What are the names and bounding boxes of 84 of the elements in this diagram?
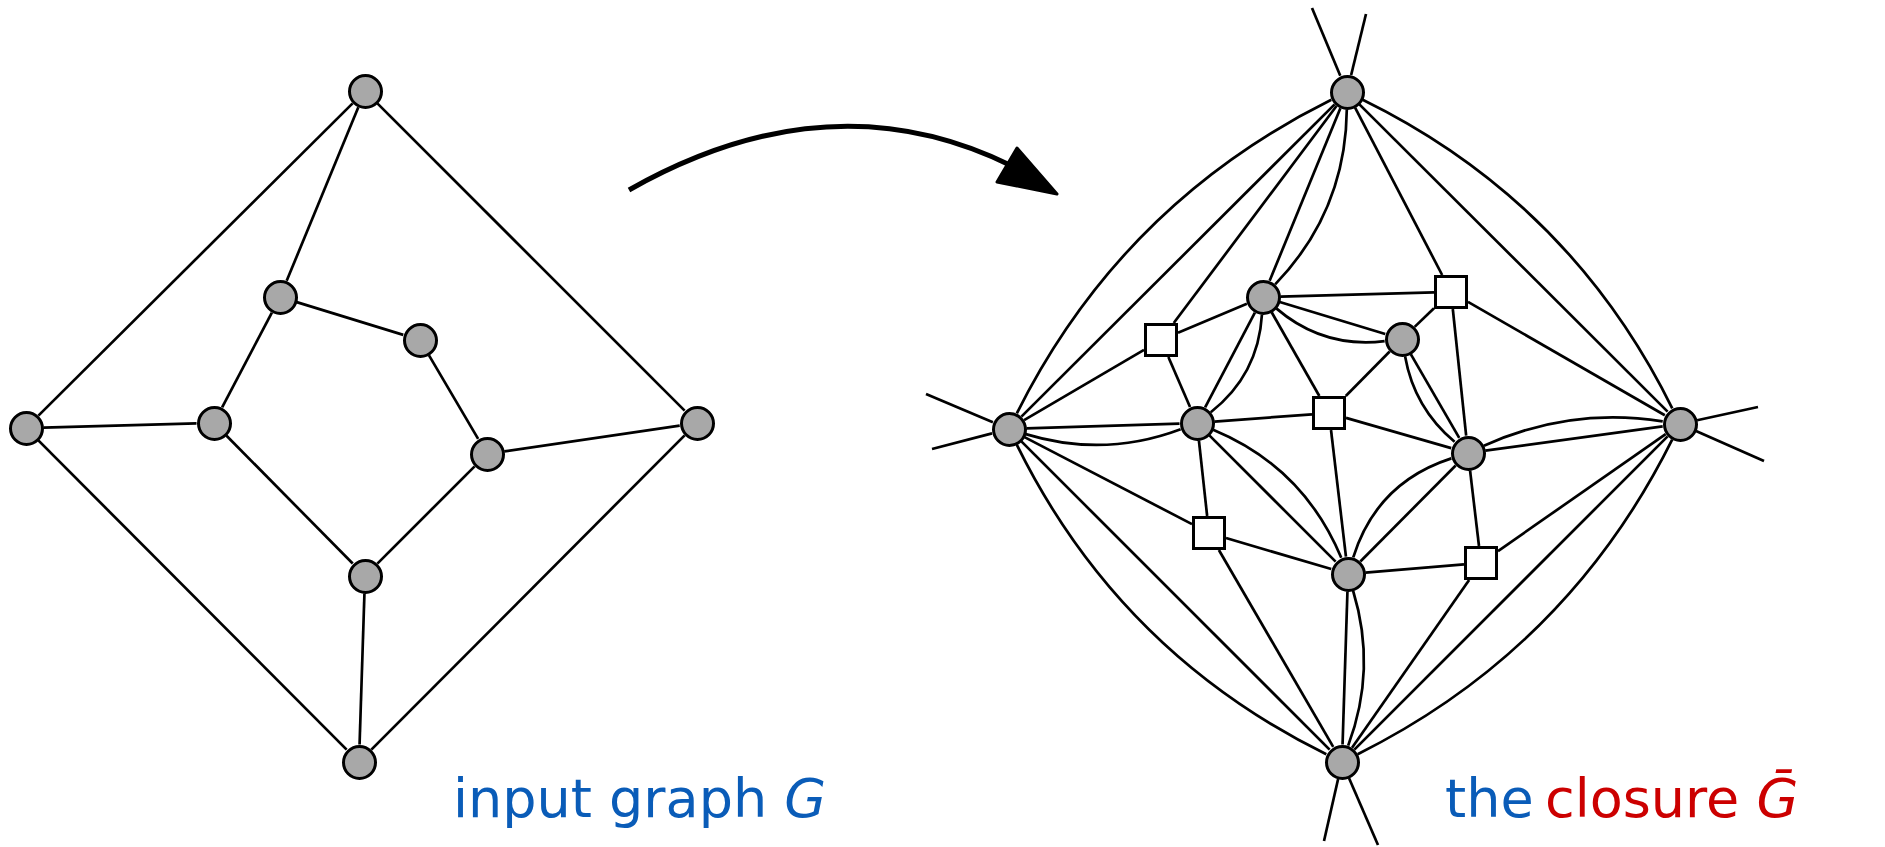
square-vertex <box>1434 275 1468 309</box>
caption-text: input graph G <box>453 772 827 826</box>
dangling-edge <box>1696 405 1759 422</box>
graph-edge <box>1483 416 1663 447</box>
graph-edge <box>1345 416 1452 450</box>
graph-edge <box>376 465 476 565</box>
graph-edge <box>1214 412 1313 424</box>
graph-edge <box>376 102 686 412</box>
graph-edge <box>37 439 348 751</box>
dangling-edge <box>925 392 994 424</box>
dangling-edge <box>931 432 993 451</box>
graph-edge <box>37 102 354 417</box>
dangling-edge <box>1349 13 1368 76</box>
square-vertex <box>1464 546 1498 580</box>
graph-edge <box>358 593 366 745</box>
graph-edge <box>1451 308 1468 436</box>
dangling-edge <box>1322 778 1340 842</box>
graph-edge <box>1026 422 1180 430</box>
dangling-edge <box>1310 7 1342 77</box>
graph-edge <box>285 106 360 282</box>
graph-edge <box>504 424 680 453</box>
graph-edge <box>1413 307 1435 328</box>
caption-text: the <box>1445 772 1534 826</box>
graph-edge <box>1197 440 1209 517</box>
graph-vertex <box>1662 406 1698 442</box>
graph-edge <box>1359 464 1457 563</box>
square-vertex <box>1144 323 1178 357</box>
graph-edge <box>1346 590 1366 747</box>
graph-edge <box>225 434 354 565</box>
graph-edge <box>1209 314 1264 414</box>
graph-edge <box>220 311 274 409</box>
graph-edge <box>1365 563 1465 574</box>
graph-edge <box>1217 549 1335 748</box>
graph-vertex <box>1245 279 1281 315</box>
graph-edge <box>1403 355 1456 443</box>
square-vertex <box>1312 396 1346 430</box>
dangling-edge <box>1347 777 1380 846</box>
graph-edge <box>1268 107 1342 282</box>
graph-edge <box>1353 106 1444 276</box>
dangling-edge <box>1695 429 1765 463</box>
graph-edge <box>1167 356 1192 408</box>
graph-edge <box>1497 432 1667 553</box>
graph-edge <box>1279 300 1386 336</box>
graph-edge <box>1270 311 1321 397</box>
graph-edge <box>1485 425 1663 452</box>
graph-edge <box>1177 302 1248 335</box>
graph-edge <box>1225 536 1332 571</box>
graph-vertex <box>347 73 383 109</box>
graph-vertex <box>1384 321 1420 357</box>
graph-edge <box>296 300 404 337</box>
graph-edge <box>1329 429 1348 557</box>
graph-vertex <box>196 405 232 441</box>
graph-edge <box>370 434 686 751</box>
graph-vertex <box>347 558 383 594</box>
graph-vertex <box>262 279 298 315</box>
graph-vertex <box>1324 744 1360 780</box>
graph-edge <box>1203 311 1257 409</box>
graph-edge <box>1409 353 1461 439</box>
graph-edge <box>1172 105 1338 324</box>
graph-vertex <box>8 410 44 446</box>
graph-vertex <box>679 405 715 441</box>
graph-edge <box>1275 307 1385 344</box>
graph-vertex <box>1329 74 1365 110</box>
graph-edge <box>1351 457 1452 558</box>
graph-vertex <box>991 411 1027 447</box>
graph-edge <box>43 422 197 429</box>
graph-edge <box>1280 291 1435 298</box>
graph-vertex <box>402 322 438 358</box>
graph-edge <box>1025 427 1182 447</box>
graph-edge <box>1350 579 1471 749</box>
square-vertex <box>1192 516 1226 550</box>
graph-edge <box>1023 348 1145 422</box>
graph-vertex <box>1450 435 1486 471</box>
graph-vertex <box>341 744 377 780</box>
graph-edge <box>1274 109 1349 286</box>
graph-vertex <box>1330 556 1366 592</box>
graph-vertex <box>469 436 505 472</box>
graph-edge <box>1023 435 1193 526</box>
graph-vertex <box>1179 405 1215 441</box>
graph-edge <box>427 354 480 440</box>
graph-edge <box>1341 591 1349 745</box>
graph-edge <box>1344 350 1391 397</box>
graph-edge <box>1468 470 1481 547</box>
graph-edge <box>1467 300 1666 417</box>
